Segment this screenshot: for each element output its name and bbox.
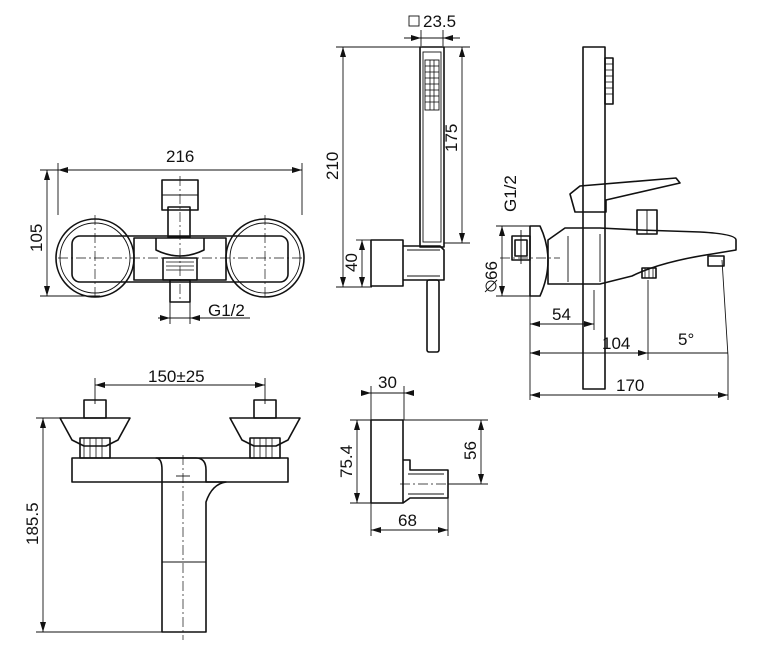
- dim-side-thread: G1/2: [501, 175, 520, 212]
- hand-shower-view: 23.5 210: [323, 12, 470, 353]
- front-view: 216 105: [27, 147, 305, 324]
- dim-front-height: 105: [27, 224, 46, 252]
- dim-holder-56: 56: [461, 441, 480, 460]
- dim-top-centers: 150±25: [148, 367, 205, 386]
- holder-detail-view: 30 75.4 56 68: [337, 373, 488, 536]
- dim-shower-total: 210: [323, 152, 342, 180]
- dim-shower-holder: 40: [342, 253, 361, 272]
- dim-top-height: 185.5: [23, 502, 42, 545]
- dim-side-170: 170: [616, 376, 644, 395]
- spray-face-pattern: [424, 59, 440, 111]
- dim-shower-head: 175: [442, 124, 461, 152]
- dim-holder-width: 30: [378, 373, 397, 392]
- side-view: G1/2 66 54 104 5° 170: [482, 46, 737, 400]
- dim-holder-height: 75.4: [337, 445, 356, 478]
- dim-holder-68: 68: [398, 511, 417, 530]
- dim-side-flange: 66: [482, 261, 501, 280]
- dim-side-54: 54: [552, 305, 571, 324]
- dim-shower-width: 23.5: [423, 12, 456, 31]
- dim-front-thread: G1/2: [208, 301, 245, 320]
- dim-side-angle: 5°: [678, 330, 694, 349]
- dim-side-104: 104: [602, 334, 630, 353]
- top-view: 150±25 185.5: [23, 367, 301, 640]
- dim-front-width: 216: [166, 147, 194, 166]
